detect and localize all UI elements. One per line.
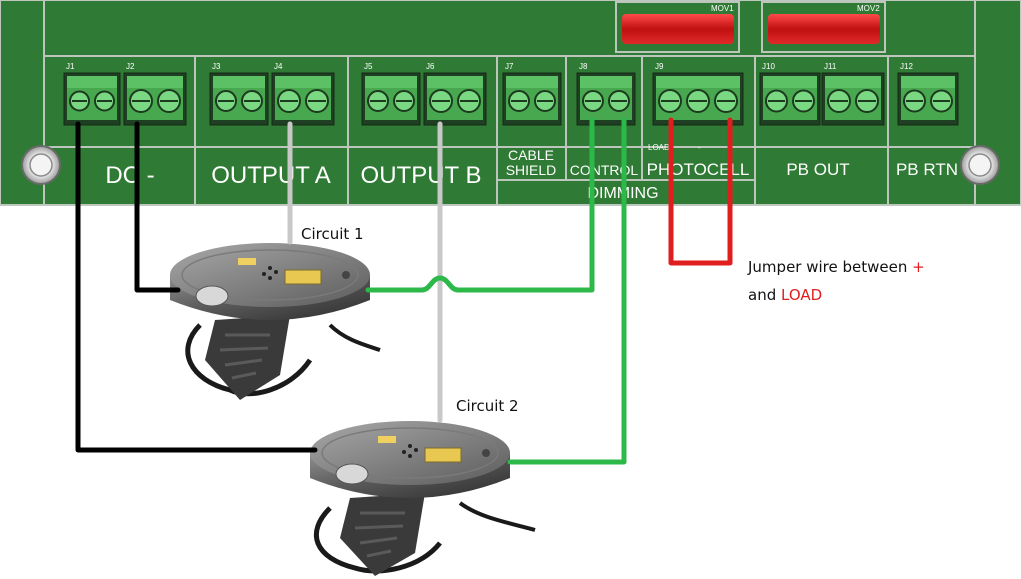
wire-green-control-circuit-1 [365,117,595,293]
label-control: CONTROL [570,162,639,178]
terminal-top [506,76,558,88]
jumper-text-1: Jumper wire between [747,258,912,276]
photocell-load-pin-label: LOAD [648,143,670,152]
label-dc-minus: DC - [105,162,154,189]
jack-label: J6 [426,62,435,71]
label-output-b: OUTPUT B [361,162,482,189]
jack-label: J11 [824,62,837,71]
label-shield: SHIELD [506,162,557,178]
terminal-block-j5: J5 [361,62,421,126]
terminal-top [275,76,331,88]
label-pb-rtn: PB RTN [896,160,958,179]
jumper-text-2: and [748,286,781,304]
light-fixture-circuit-2 [310,421,536,576]
label-output-a: OUTPUT A [211,162,331,189]
mov1-label: MOV1 [711,4,734,13]
wire-red-jumper [668,117,733,266]
jack-label: J9 [655,62,664,71]
label-pb-out: PB OUT [786,160,849,179]
label-cable: CABLE [508,147,554,163]
wire-green-control-circuit-2 [507,117,627,465]
circuit-1-label: Circuit 1 [301,225,364,243]
terminal-top [901,76,955,88]
terminal-board: MOV1 MOV2 J1 J2 J3 J4 J5 J6 J7 J8 J9 J10 J11 J12 DC… [0,0,1021,206]
terminal-top [656,76,740,88]
terminal-block-j6: J6 [423,62,487,126]
photocell-minus-pin-label: - [698,143,701,152]
jumper-annotation-line-2: and LOAD [748,286,822,304]
mov2: MOV2 [768,4,880,44]
jack-label: J2 [126,62,135,71]
wires [75,117,733,465]
terminal-top [427,76,483,88]
mov2-label: MOV2 [857,4,880,13]
jumper-plus: + [912,258,925,276]
jack-label: J3 [212,62,221,71]
jack-label: J4 [274,62,283,71]
terminal-block-j4: J4 [271,62,335,126]
wire-black-j2-circuit-1 [134,121,181,293]
jack-label: J7 [505,62,514,71]
terminal-top [825,76,881,88]
terminal-block-j1: J1 [63,62,121,126]
jack-label: J12 [900,62,913,71]
terminal-top [213,76,265,88]
terminal-block-j8: J8 [576,62,636,126]
jack-label: J1 [66,62,75,71]
terminal-block-j7: J7 [502,62,562,126]
jumper-annotation-line-1: Jumper wire between + [747,258,925,276]
terminal-blocks: J1 J2 J3 J4 J5 J6 J7 J8 J9 J10 J11 J12 [63,62,959,126]
terminal-block-j11: J11 [821,62,885,126]
terminal-block-j12: J12 [897,62,959,126]
circuit-2-label: Circuit 2 [456,397,519,415]
terminal-top [365,76,417,88]
light-fixture-circuit-1 [170,243,381,400]
jack-label: J8 [579,62,588,71]
jack-label: J5 [364,62,373,71]
terminal-top [763,76,817,88]
terminal-block-j10: J10 [759,62,821,126]
terminal-top [67,76,117,88]
terminal-block-j9: J9 [652,62,744,126]
terminal-block-j2: J2 [123,62,187,126]
wire-black-j1-circuit-2 [75,121,318,453]
mov1: MOV1 [622,4,734,44]
jack-label: J10 [762,62,775,71]
jumper-load: LOAD [781,286,822,304]
terminal-top [127,76,183,88]
terminal-block-j3: J3 [209,62,269,126]
terminal-top [580,76,632,88]
label-photocell: PHOTOCELL [647,160,750,179]
